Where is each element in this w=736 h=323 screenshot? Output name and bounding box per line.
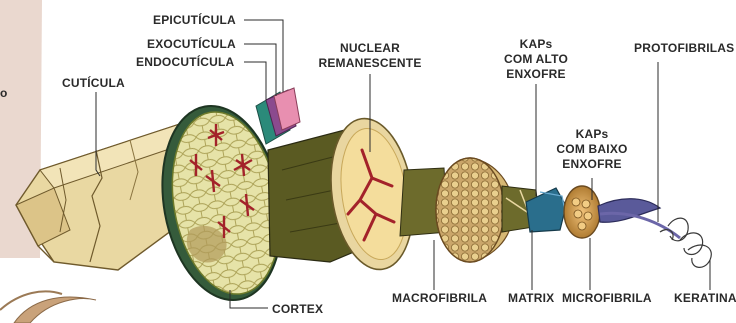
label-kaps-alto-3: ENXOFRE — [506, 67, 565, 81]
label-keratina: KERATINA — [674, 291, 736, 305]
edge-text-fragment: o — [0, 86, 8, 100]
microfibril-disc — [564, 186, 600, 238]
label-exocuticula: EXOCUTÍCULA — [147, 36, 236, 51]
label-kaps-baixo-2: COM BAIXO — [556, 142, 627, 156]
label-kaps-baixo-1: KAPs — [576, 127, 609, 141]
keratin-coils — [598, 199, 711, 268]
label-protofibrilas: PROTOFIBRILAS — [634, 41, 734, 55]
cuticle-layer-strips — [256, 88, 300, 144]
label-cortex: CORTEX — [272, 302, 323, 316]
label-remanescente: REMANESCENTE — [318, 56, 421, 70]
label-microfibrila: MICROFIBRILA — [562, 291, 652, 305]
label-epicuticula: EPICUTÍCULA — [153, 12, 236, 27]
label-matrix: MATRIX — [508, 291, 554, 305]
label-nuclear: NUCLEAR — [340, 41, 400, 55]
hair-strand-bottom-left — [14, 297, 96, 323]
label-cuticula: CUTÍCULA — [62, 75, 125, 90]
label-kaps-baixo-3: ENXOFRE — [562, 157, 621, 171]
label-endocuticula: ENDOCUTÍCULA — [136, 54, 235, 69]
label-kaps-alto-1: KAPs — [520, 37, 553, 51]
label-kaps-alto-2: COM ALTO — [504, 52, 568, 66]
label-macrofibrila: MACROFIBRILA — [392, 291, 487, 305]
